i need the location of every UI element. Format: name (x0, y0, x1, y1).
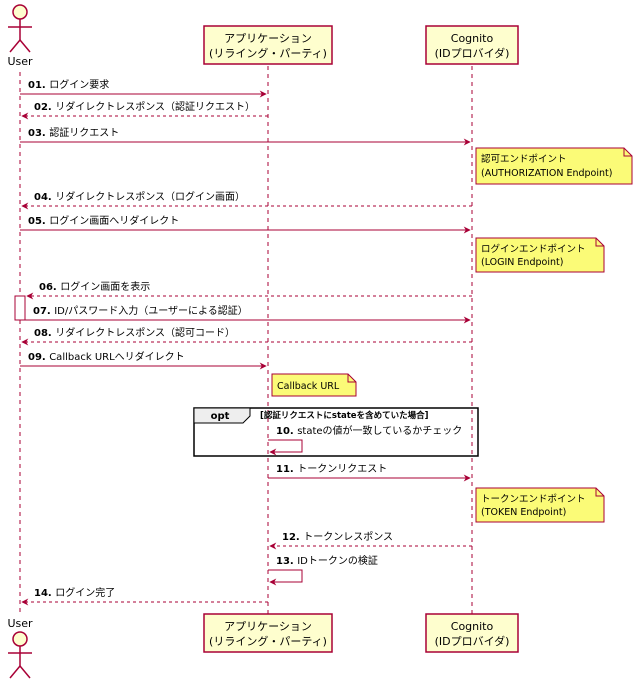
message-label: 02. リダイレクトレスポンス（認証リクエスト） (34, 100, 255, 113)
message-12: 12. トークンレスポンス (269, 531, 472, 550)
note-text: Callback URL (277, 381, 340, 392)
actor-icon (8, 631, 32, 679)
message-07: 07. ID/パスワード入力（ユーザーによる認証） (25, 304, 471, 324)
message-09: 09. Callback URLへリダイレクト (20, 350, 267, 370)
message-label: 10. stateの値が一致しているかチェック (276, 424, 462, 437)
opt-label: opt (211, 411, 230, 422)
message-number: 12. (282, 532, 303, 543)
note-text: トークンエンドポイント (481, 494, 586, 505)
message-number: 07. (33, 306, 54, 317)
actor-icon (8, 4, 32, 53)
message-text: トークンレスポンス (303, 531, 393, 543)
message-01: 01. ログイン要求 (20, 78, 267, 98)
message-label: 03. 認証リクエスト (28, 126, 119, 139)
message-label: 05. ログイン画面へリダイレクト (28, 214, 179, 227)
message-14: 14. ログイン完了 (21, 586, 268, 606)
participant-cognito-bottom: Cognito (IDプロバイダ) (425, 613, 519, 653)
message-number: 01. (28, 80, 49, 91)
participant-label: (IDプロバイダ) (435, 46, 510, 60)
note-login: ログインエンドポイント (LOGIN Endpoint) (475, 237, 605, 273)
message-text: トークンリクエスト (297, 463, 387, 475)
message-06: 06. ログイン画面を表示 (26, 280, 472, 300)
participant-label: (リライング・パーティ) (209, 46, 327, 60)
message-number: 11. (276, 464, 297, 475)
message-number: 13. (276, 556, 297, 567)
message-label: 08. リダイレクトレスポンス（認可コード） (34, 326, 235, 339)
message-label: 13. IDトークンの検証 (276, 554, 378, 567)
message-text: ID/パスワード入力（ユーザーによる認証） (54, 304, 248, 317)
message-label: 01. ログイン要求 (28, 78, 109, 91)
participant-app-bottom: アプリケーション (リライング・パーティ) (203, 613, 333, 653)
message-text: リダイレクトレスポンス（ログイン画面） (55, 190, 245, 203)
messages: 01. ログイン要求 02. リダイレクトレスポンス（認証リクエスト） 03. 認証… (20, 78, 472, 606)
message-label: 12. トークンレスポンス (282, 531, 393, 543)
message-text: ログイン要求 (49, 78, 109, 91)
message-text: stateの値が一致しているかチェック (297, 424, 462, 437)
message-03: 03. 認証リクエスト (20, 126, 471, 146)
message-text: リダイレクトレスポンス（認証リクエスト） (55, 100, 255, 113)
message-label: 09. Callback URLへリダイレクト (28, 350, 185, 363)
note-text: (AUTHORIZATION Endpoint) (481, 168, 612, 179)
message-02: 02. リダイレクトレスポンス（認証リクエスト） (21, 100, 268, 120)
self-arrow (268, 439, 303, 456)
participant-label: アプリケーション (224, 620, 312, 633)
opt-fragment: opt [認証リクエストにstateを含めていた場合] (193, 407, 479, 457)
message-number: 14. (34, 588, 55, 599)
message-text: Callback URLへリダイレクト (49, 350, 184, 363)
actor-user-bottom: User (7, 617, 33, 679)
message-text: IDトークンの検証 (297, 554, 378, 567)
message-10: 10. stateの値が一致しているかチェック (268, 424, 462, 456)
self-arrow (268, 569, 303, 586)
message-number: 06. (39, 282, 60, 293)
note-text: 認可エンドポイント (481, 153, 567, 165)
message-05: 05. ログイン画面へリダイレクト (20, 214, 471, 234)
participant-app-top: アプリケーション (リライング・パーティ) (203, 25, 333, 65)
note-text: (TOKEN Endpoint) (481, 507, 566, 518)
note-authorization: 認可エンドポイント (AUTHORIZATION Endpoint) (475, 147, 633, 185)
message-label: 11. トークンリクエスト (276, 463, 387, 475)
message-label: 06. ログイン画面を表示 (39, 280, 150, 293)
message-number: 10. (276, 426, 297, 437)
message-number: 04. (34, 192, 55, 203)
message-13: 13. IDトークンの検証 (268, 554, 378, 586)
note-callback: Callback URL (271, 373, 357, 397)
message-text: ログイン完了 (55, 586, 115, 599)
participant-label: Cognito (451, 32, 494, 45)
message-04: 04. リダイレクトレスポンス（ログイン画面） (21, 190, 472, 210)
message-label: 07. ID/パスワード入力（ユーザーによる認証） (33, 304, 248, 317)
message-label: 04. リダイレクトレスポンス（ログイン画面） (34, 190, 245, 203)
participant-label: アプリケーション (224, 32, 312, 45)
participant-label: Cognito (451, 620, 494, 633)
message-text: ログイン画面を表示 (60, 280, 150, 293)
message-number: 03. (28, 128, 49, 139)
note-token: トークンエンドポイント (TOKEN Endpoint) (475, 487, 605, 523)
message-text: 認証リクエスト (49, 126, 119, 139)
message-text: リダイレクトレスポンス（認可コード） (55, 326, 235, 339)
message-number: 08. (34, 328, 55, 339)
message-number: 02. (34, 102, 55, 113)
actor-user-top: User (7, 4, 33, 68)
note-text: ログインエンドポイント (481, 243, 586, 255)
message-label: 14. ログイン完了 (34, 586, 115, 599)
participant-label: (リライング・パーティ) (209, 634, 327, 648)
opt-condition: [認証リクエストにstateを含めていた場合] (260, 410, 429, 421)
participant-label: (IDプロバイダ) (435, 634, 510, 648)
message-number: 05. (28, 216, 49, 227)
actor-label: User (7, 617, 33, 630)
actor-label: User (7, 55, 33, 68)
participant-cognito-top: Cognito (IDプロバイダ) (425, 25, 519, 65)
message-number: 09. (28, 352, 49, 363)
note-text: (LOGIN Endpoint) (481, 257, 563, 268)
opt-tab (193, 407, 251, 424)
activation-bar (14, 295, 26, 321)
message-08: 08. リダイレクトレスポンス（認可コード） (21, 326, 472, 346)
message-11: 11. トークンリクエスト (268, 463, 471, 482)
message-text: ログイン画面へリダイレクト (49, 214, 179, 227)
